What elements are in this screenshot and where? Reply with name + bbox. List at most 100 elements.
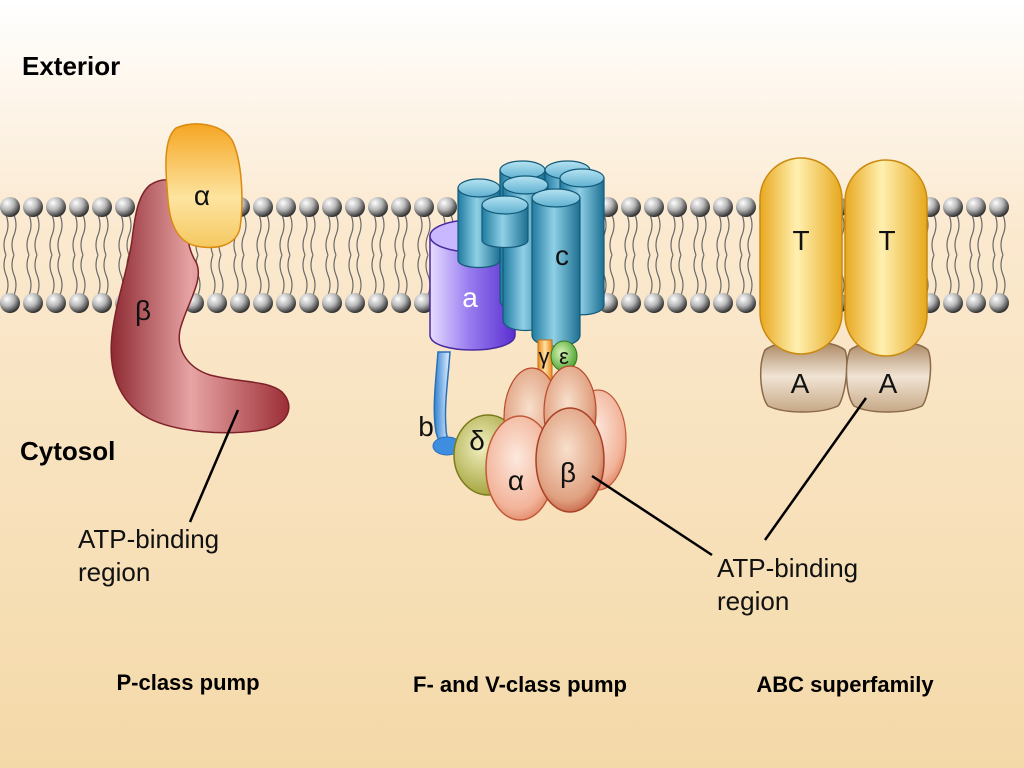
lipid-head [414, 293, 434, 313]
lipid-tail [279, 214, 293, 296]
lipid-head [23, 293, 43, 313]
abc-transporter: T T A A [759, 157, 932, 413]
lipid-head [966, 197, 986, 217]
lipid-head [230, 293, 250, 313]
lipid-head [989, 197, 1009, 217]
lipid-tail [256, 214, 270, 296]
abc-t-domain-right [844, 159, 928, 357]
lipid-tail [26, 214, 40, 296]
abc-title: ABC superfamily [756, 672, 934, 697]
lipid-head [644, 293, 664, 313]
lipid-head [621, 293, 641, 313]
lipid-tail [302, 214, 316, 296]
fv-epsilon-label: ε [559, 344, 569, 369]
exterior-label: Exterior [22, 51, 120, 81]
lipid-head [46, 293, 66, 313]
fv-atp-leader-line [591, 474, 713, 557]
lipid-head [276, 197, 296, 217]
fv-beta-subunit [535, 407, 605, 513]
lipid-head [207, 293, 227, 313]
lipid-head [713, 293, 733, 313]
lipid-head [299, 197, 319, 217]
lipid-head [345, 293, 365, 313]
lipid-head [736, 293, 756, 313]
lipid-tail [394, 214, 408, 296]
lipid-head [414, 197, 434, 217]
lipid-tail [670, 214, 684, 296]
lipid-tail [647, 214, 661, 296]
lipid-head [621, 197, 641, 217]
lipid-head [943, 197, 963, 217]
p-atp-label-line1: ATP-binding [78, 524, 219, 554]
lipid-head [644, 197, 664, 217]
p-class-title: P-class pump [116, 670, 259, 695]
lipid-head [46, 197, 66, 217]
lipid-head [69, 197, 89, 217]
fv-alpha-label: α [508, 465, 524, 496]
abc-t1-label: T [792, 225, 809, 256]
fv-delta-label: δ [469, 425, 485, 456]
lipid-tail [992, 214, 1006, 296]
lipid-tail [3, 214, 17, 296]
fv-c-cylinder [481, 195, 529, 249]
lipid-head [966, 293, 986, 313]
lipid-head [0, 293, 20, 313]
lipid-head [736, 197, 756, 217]
abc-t2-label: T [878, 225, 895, 256]
lipid-head [322, 293, 342, 313]
lipid-head [345, 197, 365, 217]
lipid-tail [348, 214, 362, 296]
lipid-tail [693, 214, 707, 296]
abc-t-domain-left [759, 157, 843, 355]
lipid-head [437, 197, 457, 217]
p-alpha-subunit [165, 123, 243, 249]
lipid-head [989, 293, 1009, 313]
p-beta-label: β [135, 295, 151, 326]
lipid-head [943, 293, 963, 313]
lipid-head [713, 197, 733, 217]
lipid-tail [49, 214, 63, 296]
lipid-tail [325, 214, 339, 296]
p-class-pump: α β [110, 123, 290, 434]
fv-c-ring: c [457, 160, 605, 347]
fv-gamma-label: γ [539, 344, 550, 369]
p-alpha-label: α [194, 180, 210, 211]
lipid-tail [624, 214, 638, 296]
lipid-head [276, 293, 296, 313]
fv-b-label: b [418, 411, 434, 442]
lipid-head [667, 197, 687, 217]
shared-atp-label-line2: region [717, 586, 789, 616]
lipid-tail [72, 214, 86, 296]
lipid-head [368, 197, 388, 217]
p-atp-label-line2: region [78, 557, 150, 587]
lipid-tail [118, 214, 132, 296]
p-atp-leader-line [188, 409, 240, 523]
fv-beta-label: β [560, 457, 576, 488]
lipid-head [23, 197, 43, 217]
lipid-head [92, 197, 112, 217]
lipid-head [690, 197, 710, 217]
lipid-head [667, 293, 687, 313]
lipid-head [253, 293, 273, 313]
lipid-head [115, 197, 135, 217]
fv-a-label: a [462, 282, 478, 313]
lipid-tail [969, 214, 983, 296]
lipid-head [299, 293, 319, 313]
lipid-head [253, 197, 273, 217]
lipid-tail [417, 214, 431, 296]
fv-c-label: c [555, 240, 569, 271]
p-beta-subunit [110, 179, 290, 434]
lipid-tail [946, 214, 960, 296]
lipid-head [391, 293, 411, 313]
abc-atp-leader-line [763, 397, 868, 541]
lipid-head [690, 293, 710, 313]
lipid-head [0, 197, 20, 217]
cytosol-label: Cytosol [20, 436, 115, 466]
abc-a1-label: A [791, 368, 810, 399]
abc-a2-label: A [879, 368, 898, 399]
fv-c-cylinder [531, 188, 581, 347]
lipid-head [69, 293, 89, 313]
lipid-tail [739, 214, 753, 296]
